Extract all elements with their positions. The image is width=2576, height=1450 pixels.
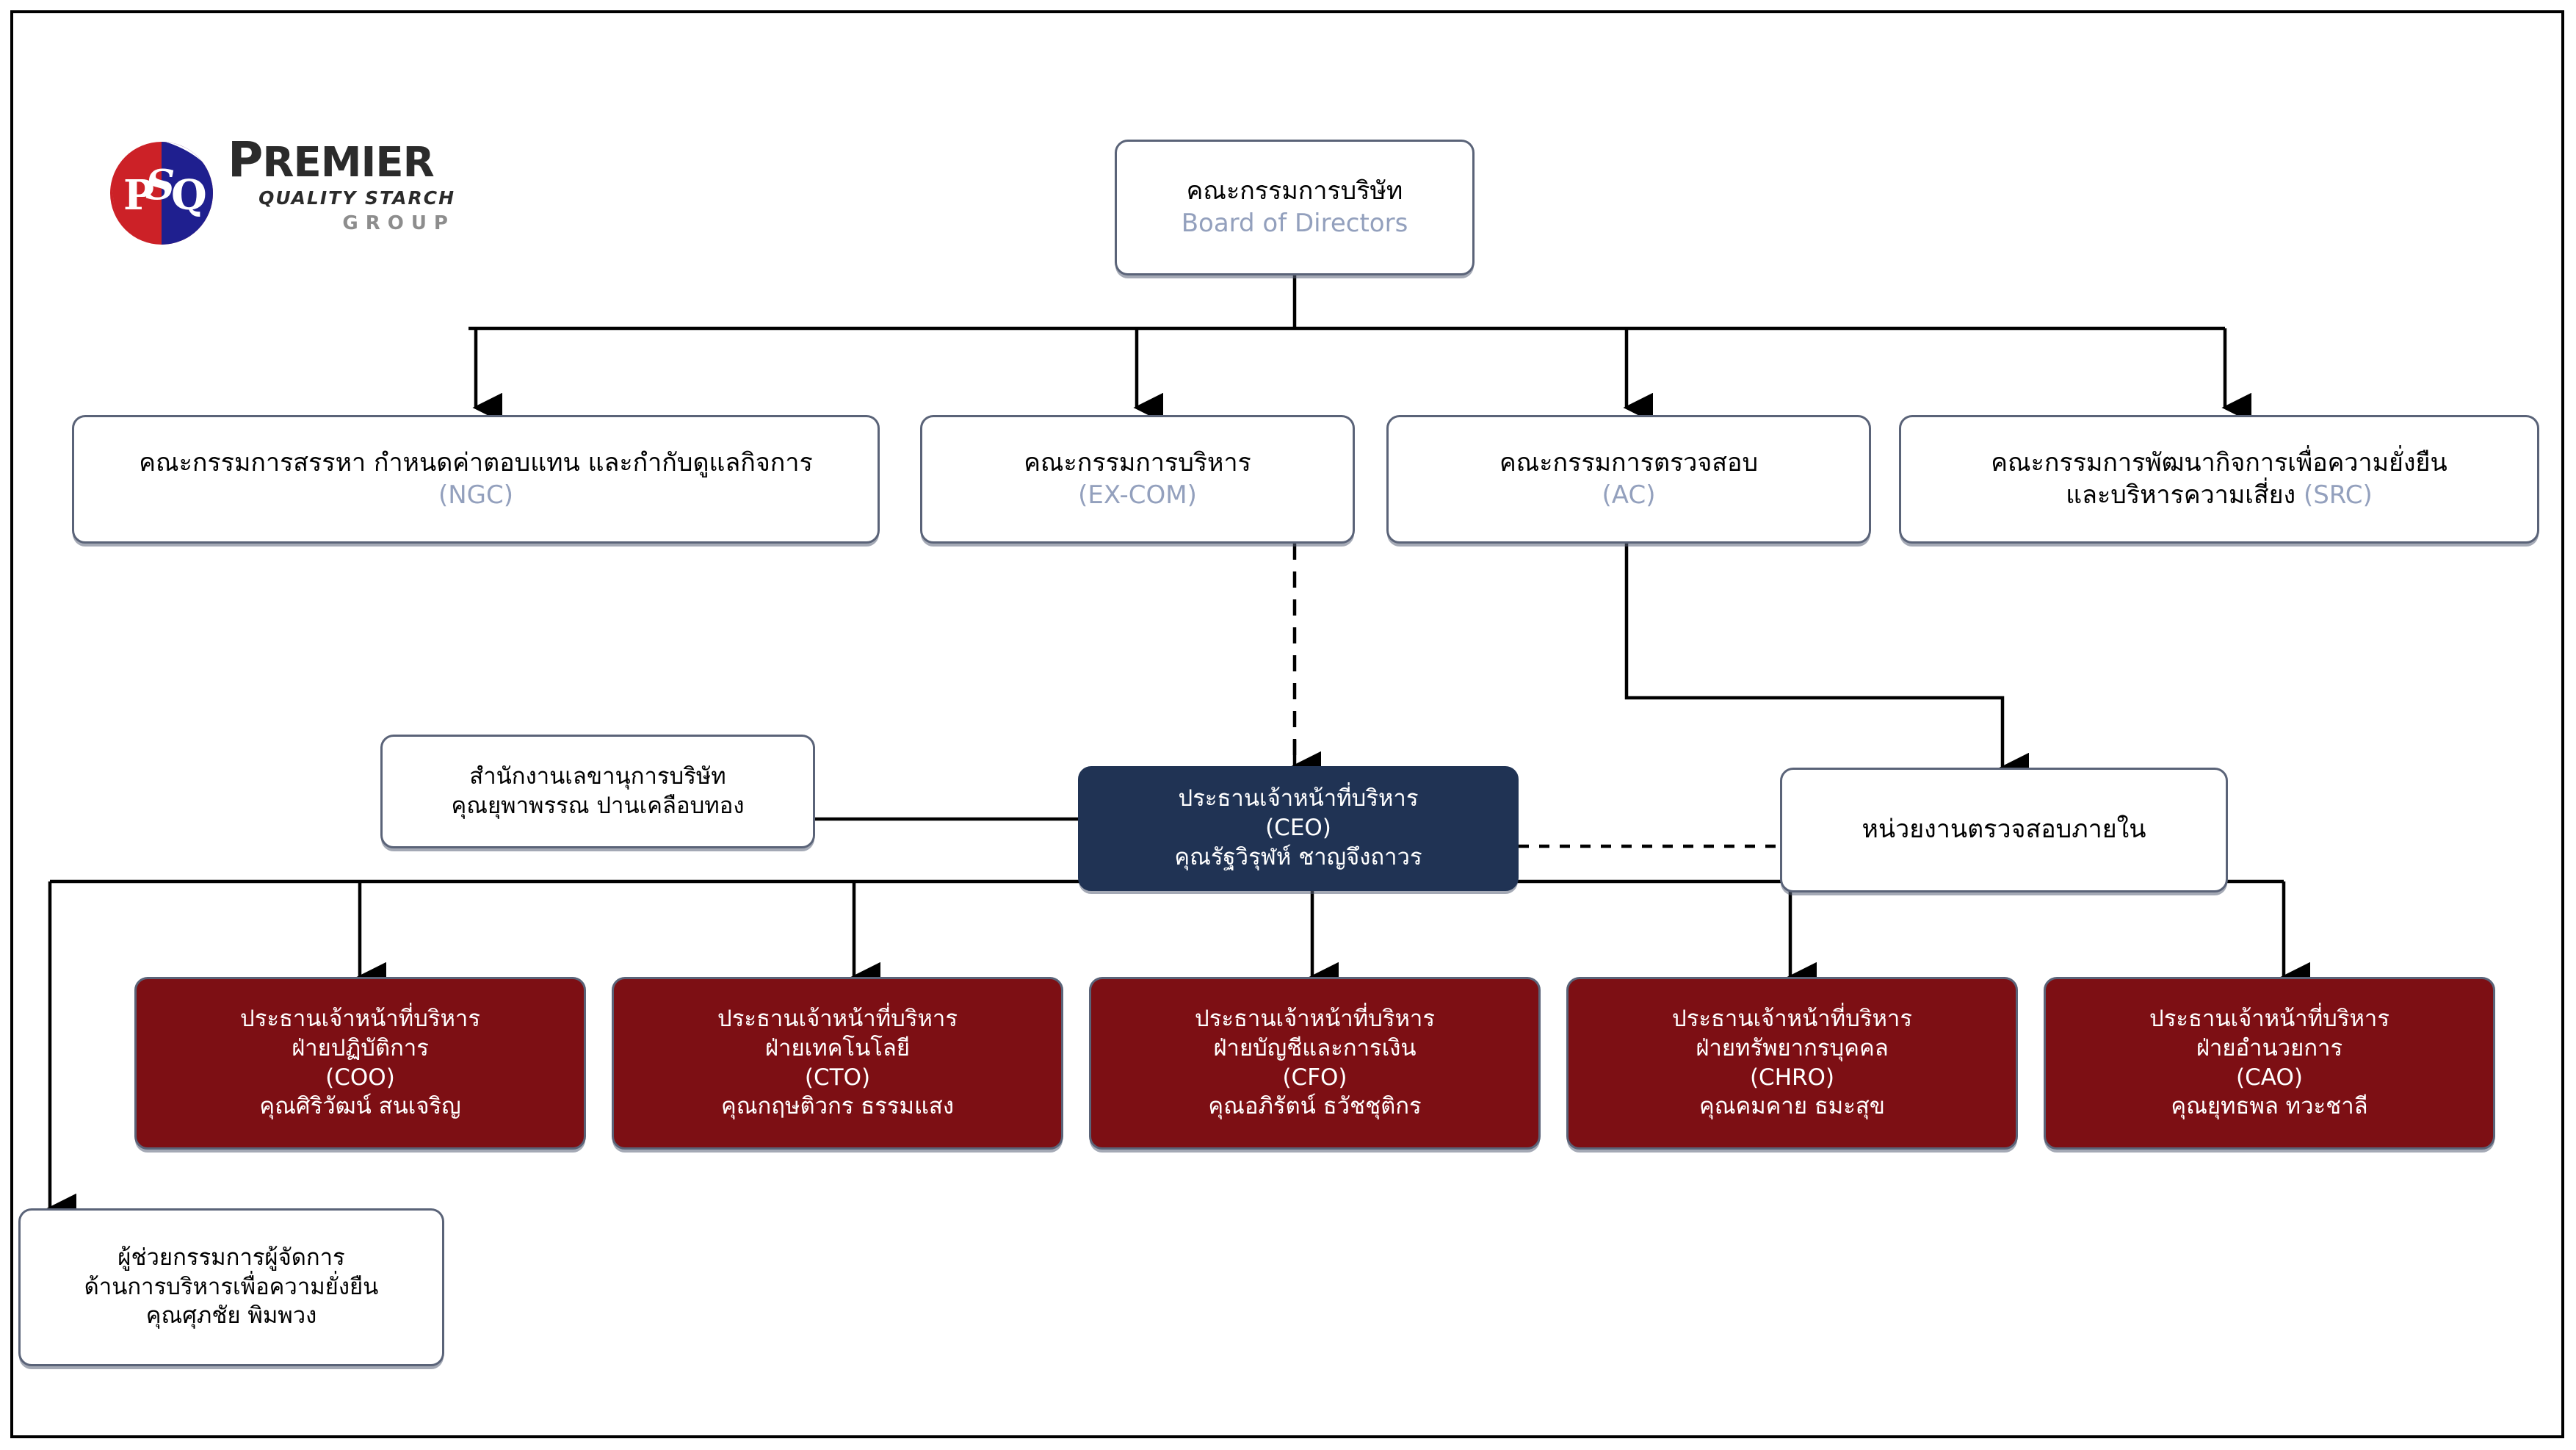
board-title: คณะกรรมการบริษัท — [1186, 176, 1403, 206]
cto-title: ประธานเจ้าหน้าที่บริหาร — [717, 1006, 958, 1033]
logo-letter-p: P — [123, 171, 155, 220]
cfo-abbr: (CFO) — [1282, 1064, 1347, 1091]
ac-subtitle: (AC) — [1602, 480, 1656, 510]
board-subtitle: Board of Directors — [1181, 208, 1408, 238]
node-exec-cao[interactable]: ประธานเจ้าหน้าที่บริหาร ฝ่ายอำนวยการ (CA… — [2044, 977, 2495, 1150]
logo-letter-q: Q — [171, 171, 207, 220]
coo-abbr: (COO) — [325, 1064, 395, 1091]
cto-abbr: (CTO) — [804, 1064, 871, 1091]
node-assistant-managing-director[interactable]: ผู้ช่วยกรรมการผู้จัดการ ด้านการบริหารเพื… — [18, 1208, 444, 1366]
ceo-name: คุณรัฐวิรุฬห์ ชาญจึงถาวร — [1174, 843, 1422, 870]
cfo-title: ประธานเจ้าหน้าที่บริหาร — [1195, 1006, 1435, 1033]
ac-title: คณะกรรมการตรวจสอบ — [1499, 447, 1759, 477]
cao-name: คุณยุทธพล ทวะชาลี — [2171, 1093, 2368, 1120]
coo-division: ฝ่ายปฏิบัติการ — [292, 1034, 429, 1061]
assistant-md-line2: ด้านการบริหารเพื่อความยั่งยืน — [84, 1273, 379, 1300]
logo-tagline: QUALITY STARCH — [258, 187, 455, 209]
assistant-md-title: ผู้ช่วยกรรมการผู้จัดการ — [117, 1244, 345, 1271]
node-ceo[interactable]: ประธานเจ้าหน้าที่บริหาร (CEO) คุณรัฐวิรุ… — [1078, 766, 1519, 891]
logo-wordmark: PREMIER — [228, 131, 435, 188]
excom-title: คณะกรรมการบริหาร — [1024, 447, 1251, 477]
cto-division: ฝ่ายเทคโนโลยี — [764, 1034, 911, 1061]
ngc-subtitle: (NGC) — [438, 480, 514, 510]
node-exec-coo[interactable]: ประธานเจ้าหน้าที่บริหาร ฝ่ายปฏิบัติการ (… — [134, 977, 586, 1150]
chro-title: ประธานเจ้าหน้าที่บริหาร — [1672, 1006, 1912, 1033]
assistant-md-name: คุณศุภชัย พิมพวง — [145, 1302, 317, 1330]
cto-name: คุณกฤษติวกร ธรรมแสง — [721, 1093, 954, 1120]
chart-border — [10, 10, 2564, 1438]
cfo-name: คุณอภิรัตน์ ธวัชชุติกร — [1208, 1093, 1422, 1120]
psq-emblem-icon: P S Q — [110, 142, 213, 245]
src-title: คณะกรรมการพัฒนากิจการเพื่อความยั่งยืน — [1991, 447, 2447, 477]
cao-abbr: (CAO) — [2236, 1064, 2303, 1091]
cao-division: ฝ่ายอำนวยการ — [2196, 1034, 2343, 1061]
node-src-committee[interactable]: คณะกรรมการพัฒนากิจการเพื่อความยั่งยืน แล… — [1899, 415, 2539, 544]
chro-name: คุณคมคาย ธมะสุข — [1699, 1093, 1885, 1120]
node-exec-chro[interactable]: ประธานเจ้าหน้าที่บริหาร ฝ่ายทรัพยากรบุคค… — [1566, 977, 2018, 1150]
node-audit-committee[interactable]: คณะกรรมการตรวจสอบ (AC) — [1386, 415, 1871, 544]
ngc-title: คณะกรรมการสรรหา กำหนดค่าตอบแทน และกำกับด… — [139, 447, 813, 477]
company-logo: P S Q PREMIER QUALITY STARCH GROUP — [110, 136, 455, 261]
src-line2: และบริหารความเสี่ยง — [2066, 480, 2304, 510]
logo-blue-half — [162, 142, 213, 245]
node-exec-cto[interactable]: ประธานเจ้าหน้าที่บริหาร ฝ่ายเทคโนโลยี (C… — [612, 977, 1063, 1150]
coo-name: คุณศิริวัฒน์ สนเจริญ — [259, 1093, 461, 1120]
secretariat-name: คุณยุพาพรรณ ปานเคลือบทอง — [451, 792, 745, 819]
node-excom-committee[interactable]: คณะกรรมการบริหาร (EX-COM) — [920, 415, 1355, 544]
secretariat-title: สำนักงานเลขานุการบริษัท — [469, 762, 726, 790]
chro-division: ฝ่ายทรัพยากรบุคคล — [1696, 1034, 1889, 1061]
ceo-title: ประธานเจ้าหน้าที่บริหาร — [1178, 785, 1419, 812]
internal-audit-title: หน่วยงานตรวจสอบภายใน — [1862, 815, 2146, 845]
cao-title: ประธานเจ้าหน้าที่บริหาร — [2149, 1006, 2389, 1033]
src-subtitle: (SRC) — [2303, 480, 2373, 510]
coo-title: ประธานเจ้าหน้าที่บริหาร — [240, 1006, 480, 1033]
node-internal-audit[interactable]: หน่วยงานตรวจสอบภายใน — [1780, 768, 2228, 892]
cfo-division: ฝ่ายบัญชีและการเงิน — [1213, 1034, 1417, 1061]
wire-ac-to-internal-audit — [1624, 544, 2029, 783]
logo-group-label: GROUP — [342, 212, 455, 234]
logo-letter-s: S — [145, 161, 176, 209]
ceo-subtitle: (CEO) — [1265, 815, 1331, 842]
excom-subtitle: (EX-COM) — [1078, 480, 1197, 510]
node-board-of-directors[interactable]: คณะกรรมการบริษัท Board of Directors — [1115, 140, 1475, 275]
chro-abbr: (CHRO) — [1749, 1064, 1835, 1091]
node-exec-cfo[interactable]: ประธานเจ้าหน้าที่บริหาร ฝ่ายบัญชีและการเ… — [1089, 977, 1541, 1150]
node-ngc-committee[interactable]: คณะกรรมการสรรหา กำหนดค่าตอบแทน และกำกับด… — [72, 415, 880, 544]
node-company-secretariat[interactable]: สำนักงานเลขานุการบริษัท คุณยุพาพรรณ ปานเ… — [380, 735, 815, 848]
